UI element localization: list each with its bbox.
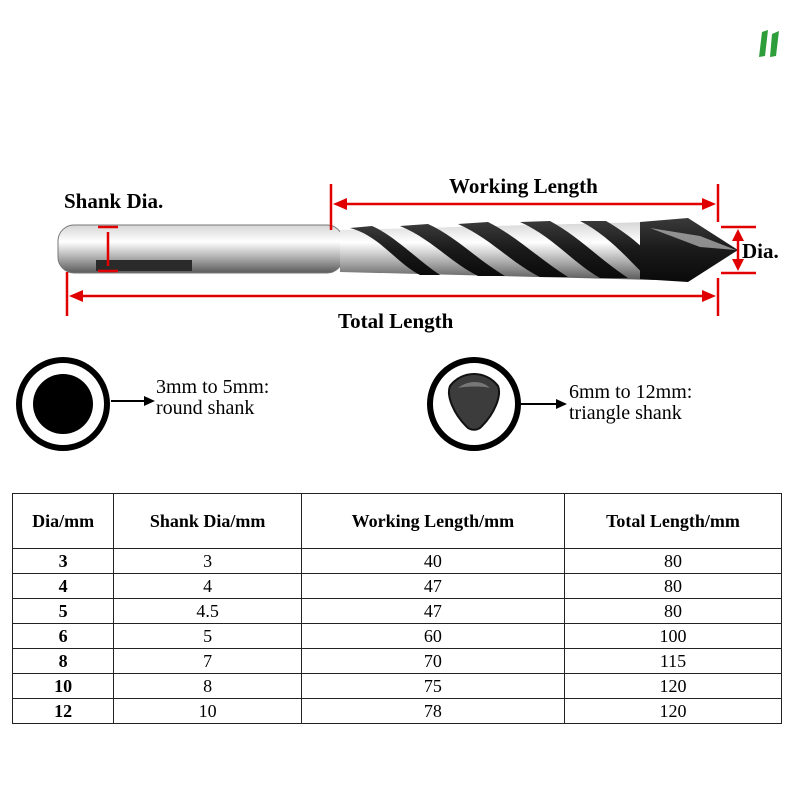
cell-total-length: 80 <box>563 548 783 574</box>
cell-shank-dia: 3 <box>113 548 302 574</box>
cell-shank-dia: 4.5 <box>113 598 302 624</box>
cell-dia: 10 <box>11 673 115 699</box>
cell-working-length: 60 <box>300 623 565 649</box>
triangle-shank-note: 6mm to 12mm: triangle shank <box>569 382 692 424</box>
shank-dia-label: Shank Dia. <box>64 189 164 213</box>
table-header-row: Dia/mm Shank Dia/mm Working Length/mm To… <box>11 493 783 549</box>
triangle-shank-type: triangle shank <box>569 402 682 424</box>
cell-total-length: 120 <box>563 673 783 699</box>
triangle-shank-section-icon <box>427 357 567 451</box>
round-shank-note: 3mm to 5mm: round shank <box>156 377 269 419</box>
spec-table: Dia/mm Shank Dia/mm Working Length/mm To… <box>11 493 783 724</box>
round-shank-range: 3mm to 5mm: <box>156 376 270 398</box>
cell-shank-dia: 8 <box>113 673 302 699</box>
triangle-shank-range: 6mm to 12mm: <box>569 381 693 403</box>
cell-total-length: 80 <box>563 573 783 599</box>
table-row: 3 3 40 80 <box>11 548 783 574</box>
cell-dia: 4 <box>11 573 115 599</box>
cell-total-length: 120 <box>563 698 783 724</box>
table-row: 12 10 78 120 <box>11 698 783 724</box>
cell-dia: 8 <box>11 648 115 674</box>
cell-total-length: 115 <box>563 648 783 674</box>
cell-dia: 12 <box>11 698 115 724</box>
col-working-length-header: Working Length/mm <box>300 493 565 549</box>
cell-dia: 3 <box>11 548 115 574</box>
cell-total-length: 100 <box>563 623 783 649</box>
cell-shank-dia: 10 <box>113 698 302 724</box>
cell-dia: 5 <box>11 598 115 624</box>
round-shank-section-icon <box>16 357 155 451</box>
cell-shank-dia: 4 <box>113 573 302 599</box>
col-total-length-header: Total Length/mm <box>563 493 783 549</box>
cell-shank-dia: 5 <box>113 623 302 649</box>
cell-working-length: 78 <box>300 698 565 724</box>
dia-label: Dia. <box>742 239 779 263</box>
total-length-label: Total Length <box>338 309 454 333</box>
drill-bit-illustration <box>57 184 756 316</box>
cell-working-length: 40 <box>300 548 565 574</box>
col-shank-dia-header: Shank Dia/mm <box>113 493 302 549</box>
cell-working-length: 47 <box>300 598 565 624</box>
cell-working-length: 75 <box>300 673 565 699</box>
round-shank-type: round shank <box>156 397 255 419</box>
table-row: 10 8 75 120 <box>11 673 783 699</box>
col-dia-header: Dia/mm <box>11 493 115 549</box>
cell-total-length: 80 <box>563 598 783 624</box>
cell-working-length: 47 <box>300 573 565 599</box>
brand-logo-icon <box>759 30 779 57</box>
table-row: 5 4.5 47 80 <box>11 598 783 624</box>
cell-dia: 6 <box>11 623 115 649</box>
table-row: 6 5 60 100 <box>11 623 783 649</box>
cell-working-length: 70 <box>300 648 565 674</box>
table-row: 4 4 47 80 <box>11 573 783 599</box>
working-length-label: Working Length <box>449 174 598 198</box>
cell-shank-dia: 7 <box>113 648 302 674</box>
table-row: 8 7 70 115 <box>11 648 783 674</box>
